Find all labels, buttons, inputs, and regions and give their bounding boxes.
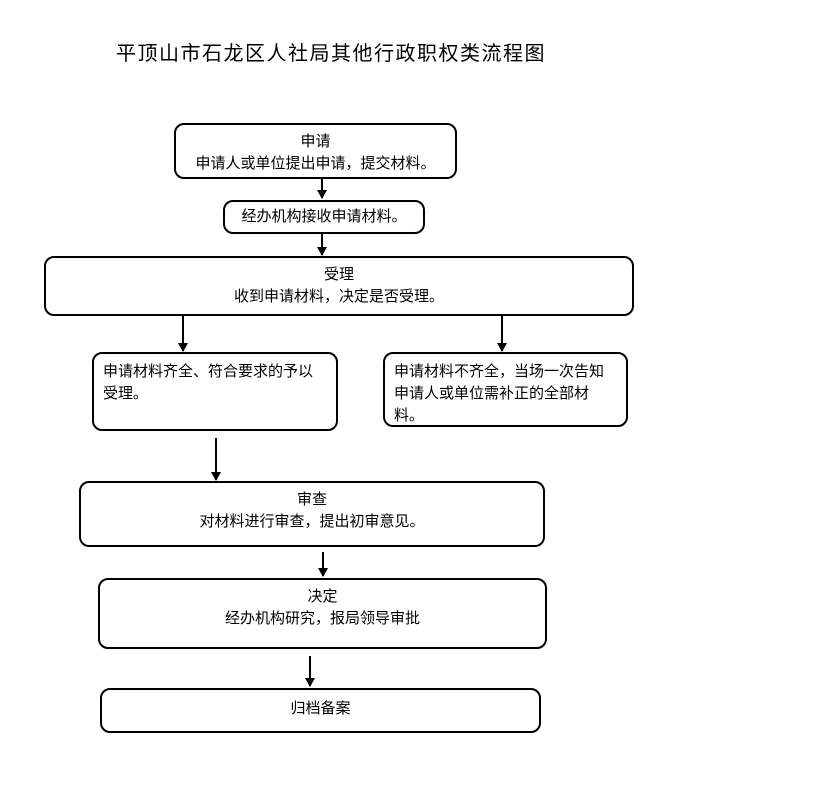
arrow-down-icon [322,552,324,576]
node-review-heading: 审查 [296,492,327,508]
flow-node-decide: 决定 经办机构研究，报局领导审批 [98,578,547,649]
flow-node-materials-incomplete: 申请材料不齐全，当场一次告知申请人或单位需补正的全部材料。 [383,352,628,427]
flow-node-archive: 归档备案 [100,688,541,733]
flow-node-review: 审查 对材料进行审查，提出初审意见。 [79,481,545,547]
node-rejected-body: 申请材料不齐全，当场一次告知申请人或单位需补正的全部材料。 [394,364,605,424]
flow-node-apply: 申请 申请人或单位提出申请，提交材料。 [174,123,457,179]
node-archive-body: 归档备案 [290,701,351,717]
node-receive-body: 经办机构接收申请材料。 [241,209,407,225]
node-accept-heading: 受理 [323,267,354,283]
node-decide-heading: 决定 [307,589,338,605]
node-accept-body: 收到申请材料，决定是否受理。 [233,289,444,305]
flow-node-receive: 经办机构接收申请材料。 [223,200,425,234]
arrow-down-icon [215,438,217,480]
node-apply-heading: 申请 [300,134,331,150]
node-accepted-body: 申请材料齐全、符合要求的予以受理。 [103,364,314,402]
node-decide-body: 经办机构研究，报局领导审批 [224,611,420,627]
arrow-down-icon [321,178,323,198]
flow-node-accept: 受理 收到申请材料，决定是否受理。 [44,256,634,316]
node-review-body: 对材料进行审查，提出初审意见。 [199,514,425,530]
node-apply-body: 申请人或单位提出申请，提交材料。 [195,156,436,172]
arrow-down-icon [182,316,184,351]
arrow-down-icon [501,316,503,351]
page-title: 平顶山市石龙区人社局其他行政职权类流程图 [116,43,546,65]
arrow-down-icon [309,656,311,686]
arrow-down-icon [321,234,323,255]
flow-node-materials-complete: 申请材料齐全、符合要求的予以受理。 [92,352,338,431]
